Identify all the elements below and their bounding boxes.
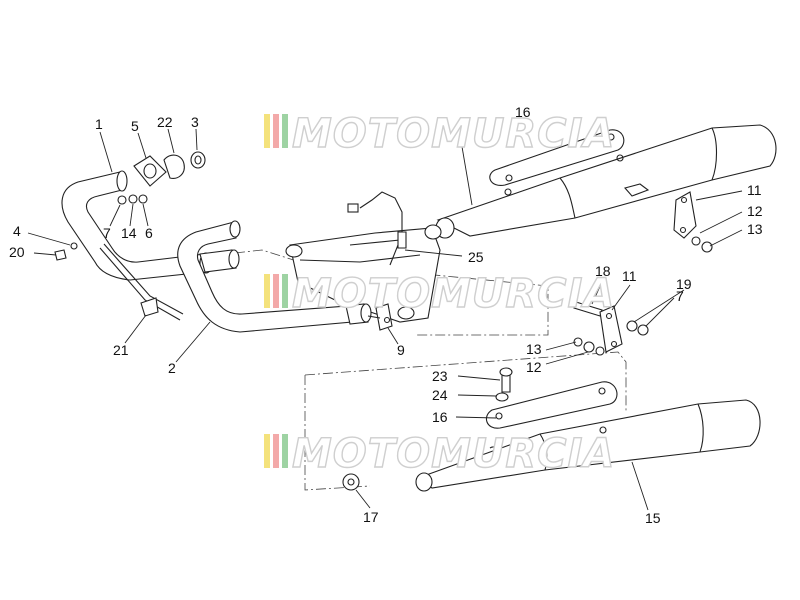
callout-5: 5 bbox=[131, 118, 139, 134]
callout-22: 22 bbox=[157, 114, 173, 130]
small-hardware bbox=[54, 151, 649, 491]
callout-7-left: 7 bbox=[103, 225, 111, 241]
callout-6: 6 bbox=[145, 225, 153, 241]
callout-4: 4 bbox=[13, 223, 21, 239]
watermark-bottom: MOTOMURCIA bbox=[264, 430, 615, 478]
watermark-top: MOTOMURCIA bbox=[264, 110, 615, 158]
callout-9: 9 bbox=[397, 342, 405, 358]
callout-16-lower: 16 bbox=[432, 409, 448, 425]
callout-3: 3 bbox=[191, 114, 199, 130]
watermark-middle: MOTOMURCIA bbox=[264, 270, 615, 318]
callout-7-right: 7 bbox=[676, 288, 684, 304]
crossover-box bbox=[285, 191, 442, 331]
callout-24: 24 bbox=[432, 387, 448, 403]
callout-13-lower: 13 bbox=[526, 341, 542, 357]
callout-11-lower: 11 bbox=[622, 268, 637, 284]
upper-muffler bbox=[435, 124, 777, 253]
callout-18: 18 bbox=[595, 263, 611, 279]
callout-12-upper: 12 bbox=[747, 203, 763, 219]
callout-23: 23 bbox=[432, 368, 448, 384]
callout-16-upper: 16 bbox=[515, 104, 531, 120]
callout-20: 20 bbox=[9, 244, 25, 260]
rear-header-pipe bbox=[177, 220, 381, 333]
callout-12-lower: 12 bbox=[526, 359, 542, 375]
watermark-text: MOTOMURCIA bbox=[292, 271, 615, 317]
callout-19: 19 bbox=[676, 276, 692, 292]
callout-14: 14 bbox=[121, 225, 137, 241]
callout-17: 17 bbox=[363, 509, 379, 525]
callout-15: 15 bbox=[645, 510, 661, 526]
watermark-text: MOTOMURCIA bbox=[292, 431, 615, 477]
callout-2: 2 bbox=[168, 360, 176, 376]
callout-13-upper: 13 bbox=[747, 221, 763, 237]
callout-21: 21 bbox=[113, 342, 129, 358]
part-callouts: 1 5 22 3 16 4 20 7 14 6 11 12 13 25 18 1… bbox=[9, 104, 763, 526]
watermark-text: MOTOMURCIA bbox=[292, 111, 615, 157]
callout-11-upper: 11 bbox=[747, 182, 762, 198]
callout-25: 25 bbox=[468, 249, 484, 265]
front-header-pipe bbox=[61, 170, 240, 321]
leader-lines bbox=[27, 128, 743, 511]
callout-1: 1 bbox=[95, 116, 103, 132]
